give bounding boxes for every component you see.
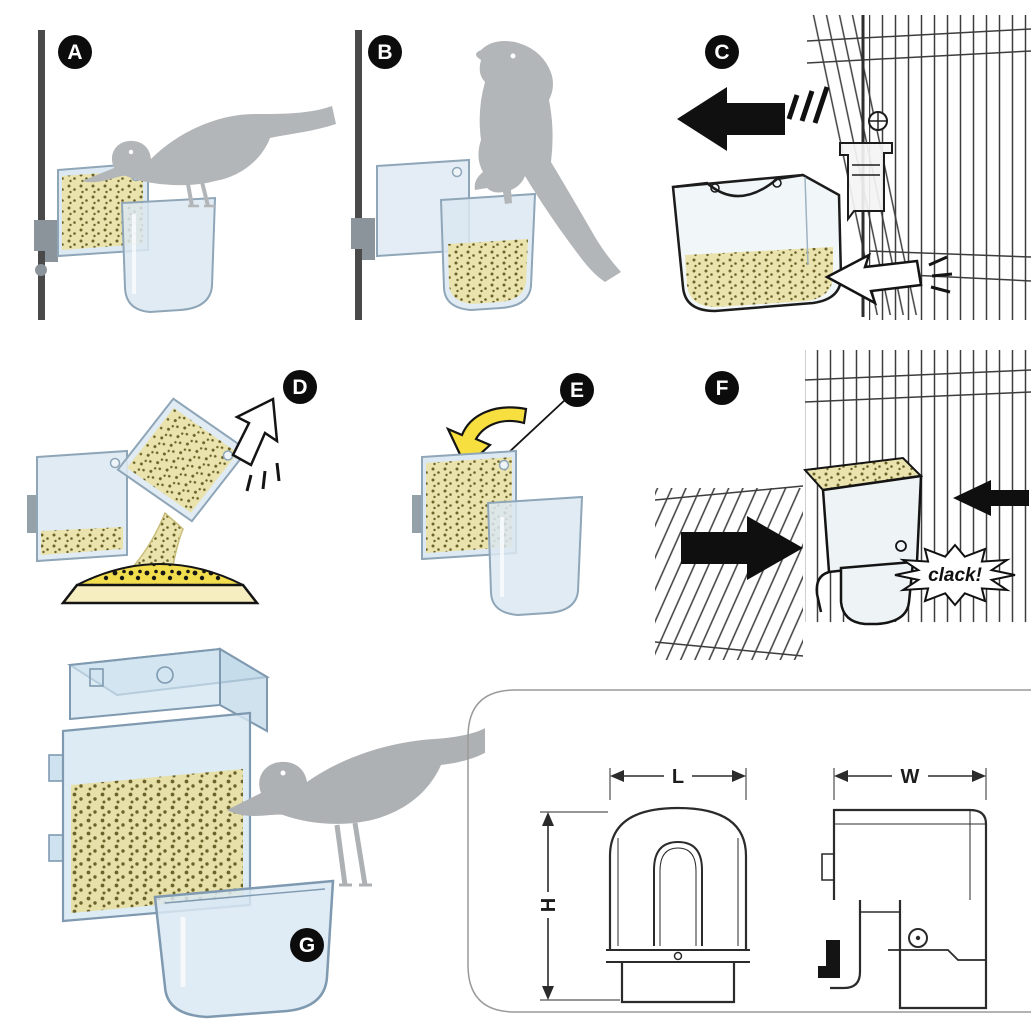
empty-arrow-outline-icon xyxy=(231,397,281,492)
step-badge-f: F xyxy=(705,371,739,405)
length-label: L xyxy=(672,766,684,788)
feeder-hook xyxy=(412,495,421,533)
push-arrow-left-icon xyxy=(953,480,1029,516)
seed-fill xyxy=(41,527,123,555)
tilted-hopper xyxy=(116,397,249,523)
push-arrow-right-icon xyxy=(681,516,803,580)
clack-starburst: clack! xyxy=(894,543,1016,607)
panel-f-illustration: clack! F xyxy=(655,350,1031,660)
callout-leader-line xyxy=(505,398,567,456)
step-letter: B xyxy=(377,41,392,64)
clack-sound-text: clack! xyxy=(928,565,982,586)
step-letter: E xyxy=(570,379,584,402)
lid-hole xyxy=(156,666,174,684)
dimensions-section: L H xyxy=(430,650,1031,1031)
screw-icon xyxy=(109,457,121,469)
bird-legs xyxy=(334,822,372,887)
insert-arrow-outline-icon xyxy=(824,252,953,306)
panel-d: D xyxy=(15,345,360,645)
panel-b: B xyxy=(345,18,645,333)
panel-a-illustration: A xyxy=(34,30,336,320)
step-badge-c: C xyxy=(705,35,739,69)
screw-icon xyxy=(498,459,510,471)
bird-eye xyxy=(510,53,516,59)
step-letter: C xyxy=(714,41,729,64)
rivet-icon xyxy=(895,540,907,552)
feeder-cup xyxy=(839,560,915,626)
panel-g: G xyxy=(15,635,485,1031)
height-label: H xyxy=(538,898,560,912)
seed-fill xyxy=(126,407,238,513)
width-label: W xyxy=(901,766,920,788)
bird-eye xyxy=(280,770,286,776)
feeder-hook xyxy=(34,220,58,276)
mount-tab xyxy=(48,754,64,782)
hinge-icon xyxy=(673,951,683,961)
step-badge-g: G xyxy=(290,928,324,962)
side-view-drawing xyxy=(818,808,988,1010)
feeder-hook xyxy=(815,570,830,613)
step-badge-d: D xyxy=(283,370,317,404)
mount-bracket xyxy=(839,111,893,222)
seed-fill xyxy=(448,239,528,304)
feeder-cup xyxy=(439,192,537,312)
panel-c: C xyxy=(655,15,1031,345)
panel-e-illustration: E xyxy=(412,373,594,617)
dimension-width: W xyxy=(833,766,987,800)
direction-arrow-left-icon xyxy=(677,86,830,151)
feeder-body xyxy=(48,711,252,923)
mounted-feeder xyxy=(802,456,924,626)
dimension-height: H xyxy=(538,811,620,1001)
feeder-cup xyxy=(486,495,584,617)
bird-eye xyxy=(128,149,134,155)
pivot-icon xyxy=(908,928,928,948)
feeder-cup xyxy=(671,173,843,313)
step-badge-e: E xyxy=(560,373,594,407)
latch-hook xyxy=(818,940,840,978)
feeder-hook xyxy=(27,495,36,533)
step-letter: F xyxy=(716,377,729,400)
step-letter: A xyxy=(67,41,82,64)
panel-c-illustration: C xyxy=(671,15,1031,320)
dimension-length: L xyxy=(609,766,747,800)
screw-icon xyxy=(451,166,463,178)
feeder-hook xyxy=(351,218,375,260)
rivet-icon xyxy=(710,183,720,193)
feeder-cup xyxy=(120,196,217,314)
panel-f: clack! F xyxy=(655,350,1031,660)
cage-wall-bar xyxy=(355,30,362,320)
mount-tab xyxy=(48,834,64,862)
panel-a: A xyxy=(30,18,340,333)
panel-e: E xyxy=(370,345,660,645)
panel-d-illustration: D xyxy=(27,370,317,605)
feeder-cup xyxy=(153,879,335,1019)
panel-b-illustration: B xyxy=(351,30,621,320)
dimensions-drawings: L H xyxy=(467,689,1031,1013)
section-border xyxy=(467,689,1031,1013)
feeder-body xyxy=(27,449,128,563)
rivet-icon xyxy=(772,178,782,188)
feeder-lid xyxy=(67,647,271,733)
step-badge-a: A xyxy=(58,35,92,69)
seed-pile-tray xyxy=(60,563,260,605)
seed-fill xyxy=(685,247,833,307)
front-view-drawing xyxy=(606,806,750,1004)
cage-wall-bar xyxy=(38,30,45,320)
step-letter: G xyxy=(299,934,315,957)
bird-silhouette xyxy=(82,106,336,208)
panel-g-illustration: G xyxy=(48,647,485,1019)
seed-fill xyxy=(71,769,243,913)
step-badge-b: B xyxy=(368,35,402,69)
step-letter: D xyxy=(292,376,307,399)
lid-slot xyxy=(89,668,104,687)
bird-silhouette xyxy=(474,41,621,282)
bird-silhouette xyxy=(227,728,485,824)
screw-icon xyxy=(222,450,234,461)
